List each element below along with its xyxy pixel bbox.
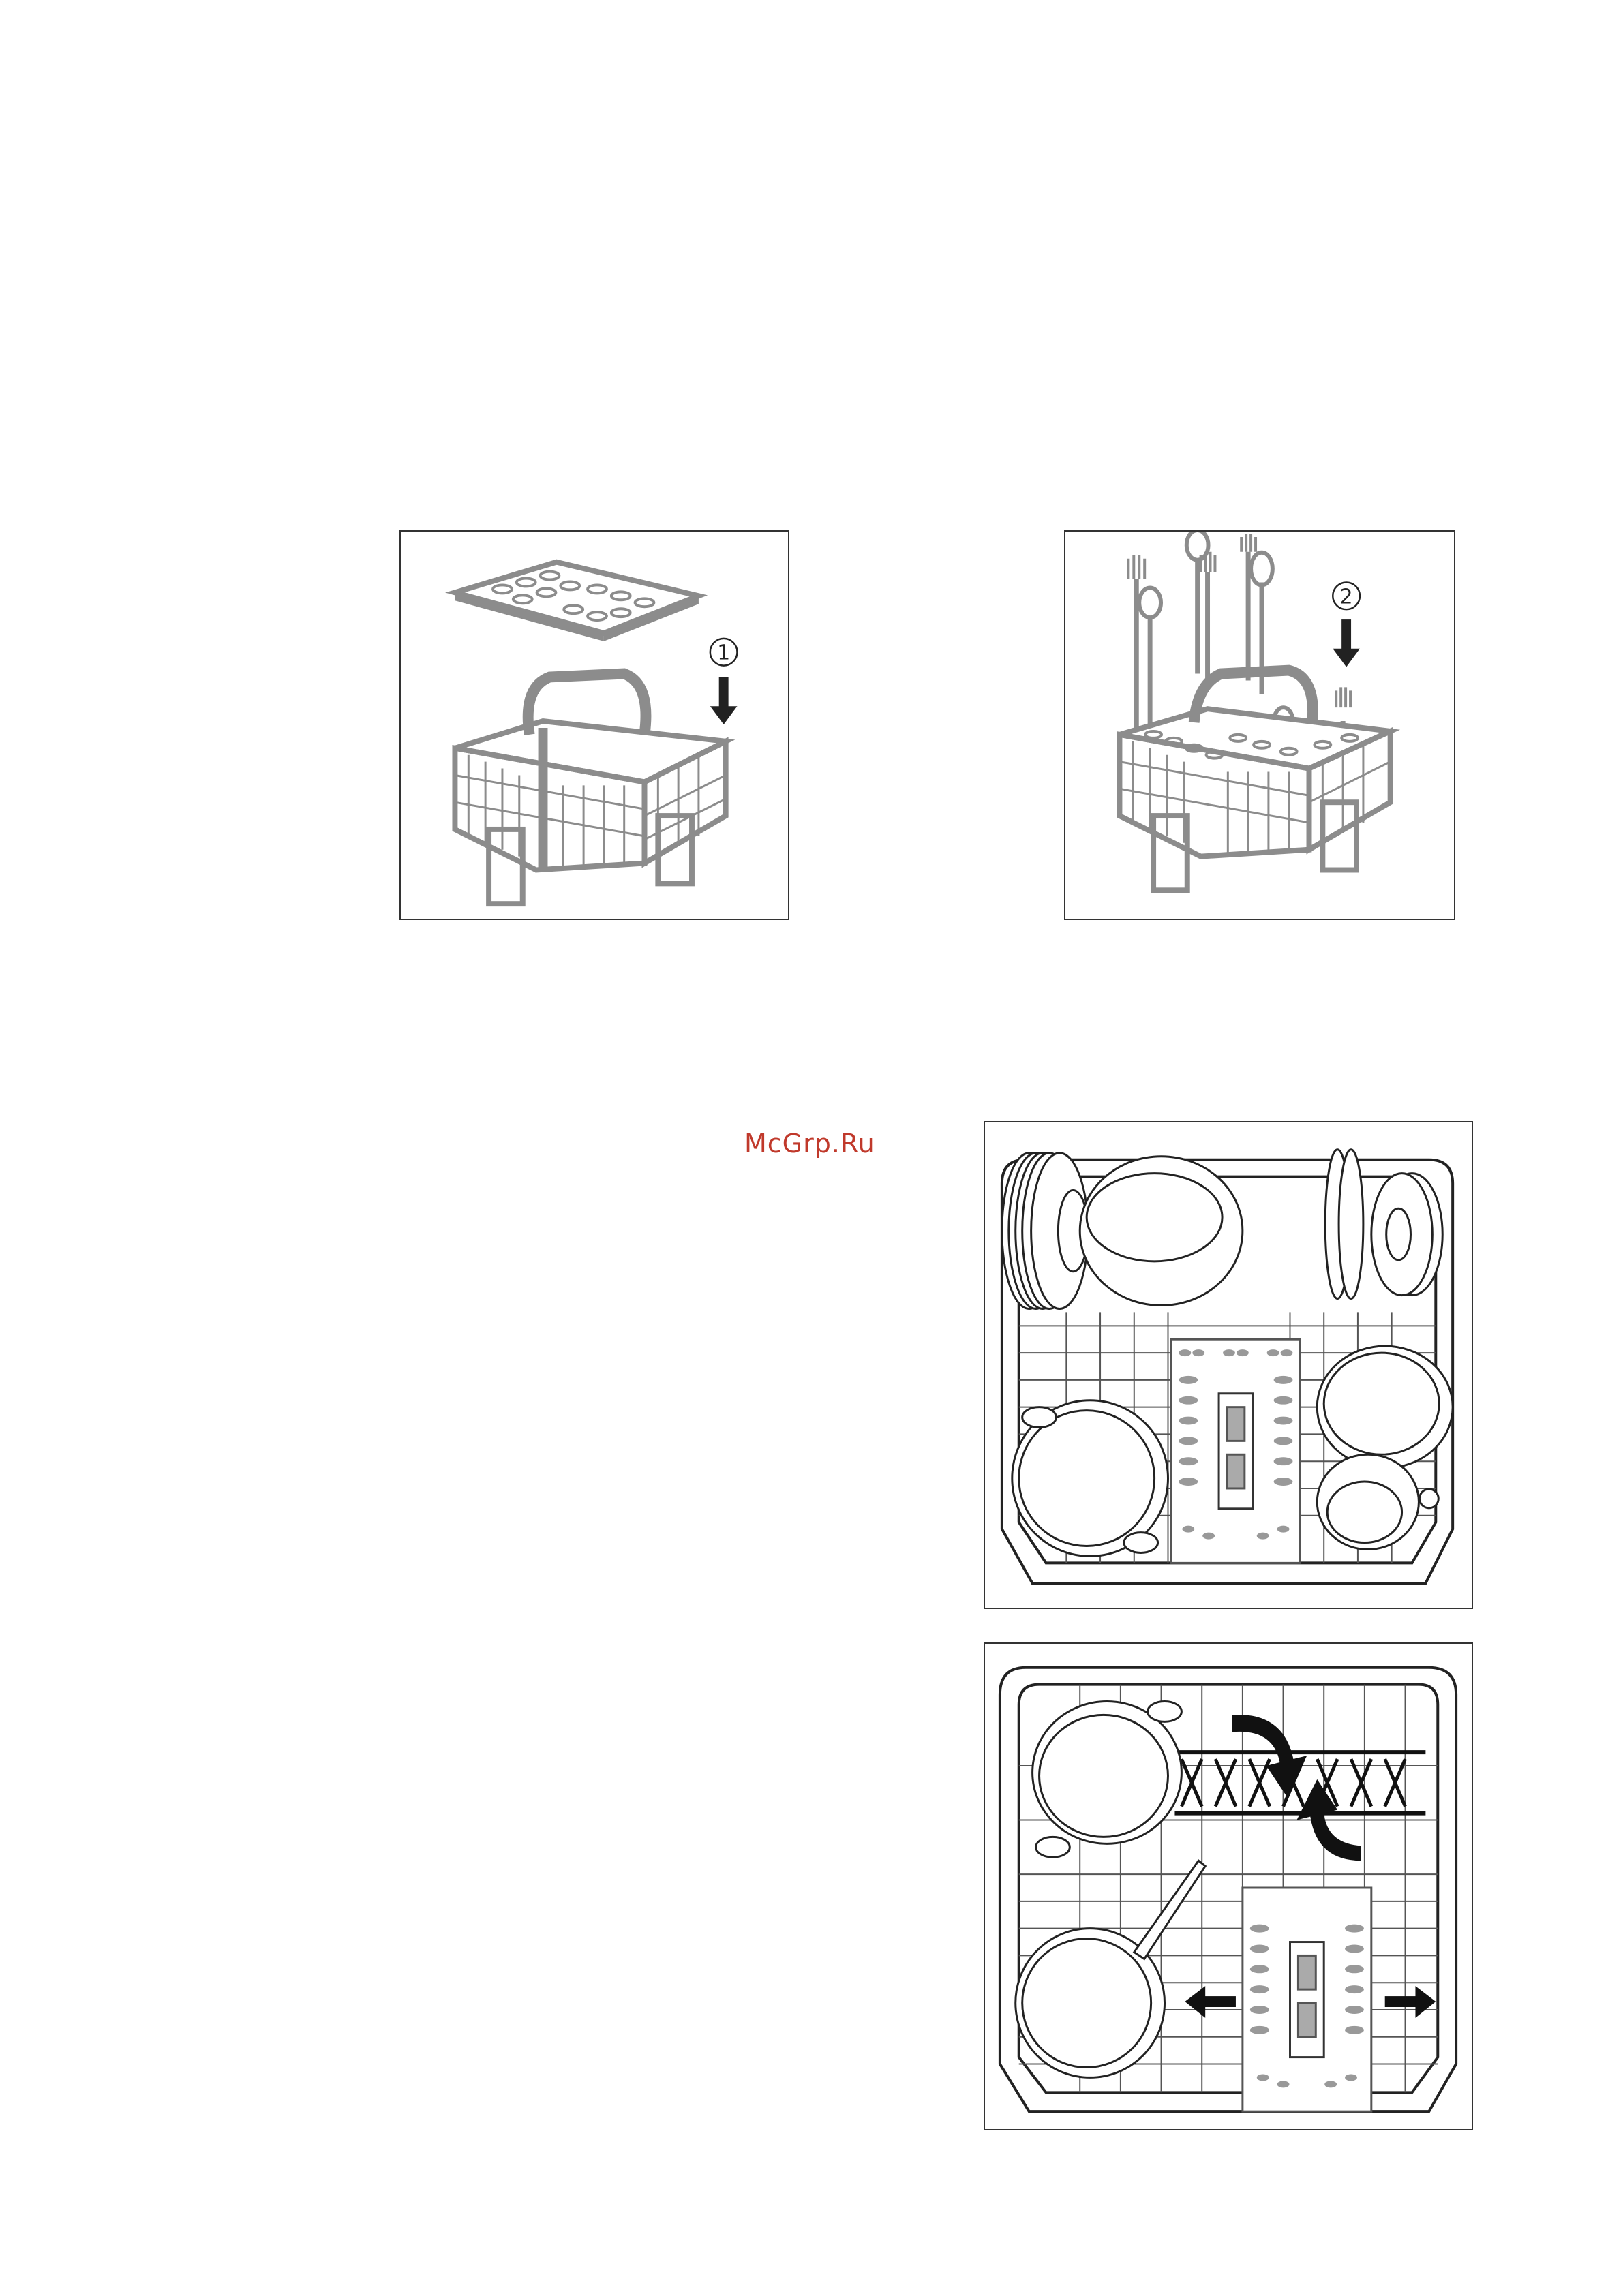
large-bowl: [1080, 1157, 1243, 1306]
saucepan: [1016, 1861, 1205, 2077]
plates-right-stack: [1325, 1150, 1442, 1299]
figure-cutlery-basket-loaded: 2: [1064, 530, 1455, 920]
cutlery-basket: [455, 674, 725, 904]
arrow-left-icon: [1185, 1986, 1236, 2018]
cutlery-grid-lid: [455, 562, 698, 641]
step-1-marker: 1: [710, 639, 738, 666]
arrow-down-icon: [1333, 619, 1360, 667]
pot-with-handles: [1033, 1702, 1182, 1858]
step-2-marker: 2: [1333, 582, 1360, 609]
figure-lower-basket-plates: [984, 1121, 1473, 1609]
plates-left-stack: [1002, 1153, 1088, 1309]
arrow-right-icon: [1385, 1986, 1436, 2018]
figure-lower-basket-folding-racks: [984, 1642, 1473, 2130]
figure-cutlery-basket-grid: 1: [399, 530, 789, 920]
pot-left: [1012, 1400, 1168, 1557]
svg-text:1: 1: [717, 641, 730, 665]
svg-text:2: 2: [1340, 585, 1353, 609]
bowls-right: [1317, 1346, 1453, 1549]
arrow-down-icon: [710, 677, 738, 724]
watermark-text: McGrp.Ru: [744, 1129, 875, 1159]
